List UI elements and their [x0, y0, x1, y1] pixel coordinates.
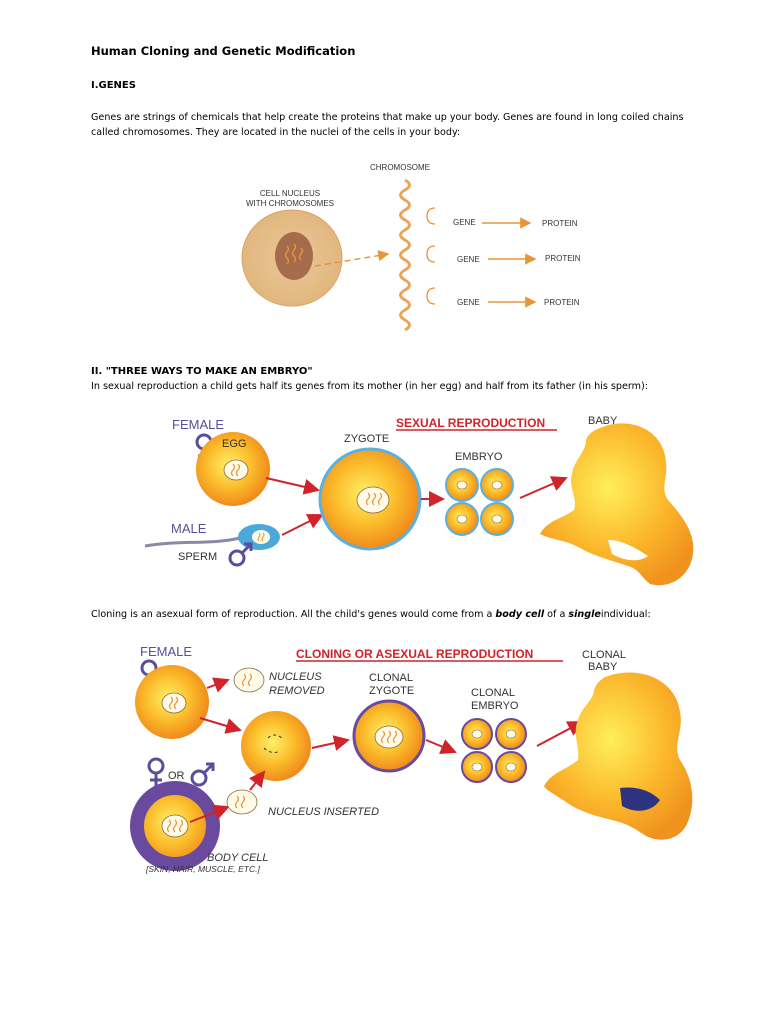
sperm-tail	[144, 536, 241, 548]
nucleus-removed-label-2: REMOVED	[269, 685, 325, 697]
sexual-reproduction-paragraph: In sexual reproduction a child gets half…	[91, 381, 648, 392]
clonal-zygote-to-embryo-arrow	[425, 739, 457, 755]
section-heading-embryo: II. "THREE WAYS TO MAKE AN EMBRYO"	[91, 366, 313, 377]
protein-label-2: PROTEIN	[545, 254, 581, 263]
clonal-embryo-to-baby-arrow	[536, 721, 584, 747]
sperm-label: SPERM	[178, 551, 217, 563]
baby-silhouette	[540, 423, 694, 586]
nucleus-inserted-label: NUCLEUS INSERTED	[268, 806, 379, 818]
clonal-baby-label-1: CLONAL	[582, 649, 626, 661]
clonal-zygote-label-2: ZYGOTE	[369, 685, 414, 697]
genes-paragraph: Genes are strings of chemicals that help…	[91, 112, 684, 138]
clonal-embryo-label-1: CLONAL	[471, 687, 515, 699]
sexual-reproduction-title: SEXUAL REPRODUCTION	[396, 416, 545, 430]
gene-bracket-3	[426, 287, 436, 305]
clone-male-symbol-icon	[190, 762, 215, 787]
section-heading-genes: I.GENES	[91, 80, 136, 91]
chromosome-coil	[399, 178, 411, 332]
chromosome-squiggle	[284, 243, 304, 265]
cloning-text-2: of a	[544, 609, 569, 620]
clonal-embryo-label-2: EMBRYO	[471, 700, 519, 712]
body-to-inserted-arrow	[189, 804, 230, 823]
clonal-baby-silhouette	[544, 672, 693, 840]
clone-female-small-symbol-icon	[147, 757, 165, 787]
protein-label-3: PROTEIN	[544, 298, 580, 307]
gene-bracket-1	[426, 207, 436, 225]
cloning-text-3: individual:	[600, 609, 651, 620]
baby-label: BABY	[588, 415, 618, 427]
removed-nucleus	[233, 667, 265, 693]
body-cell-emphasis: body cell	[495, 609, 545, 620]
protein-label-1: PROTEIN	[542, 219, 578, 228]
to-removed-nucleus-arrow	[206, 677, 230, 693]
or-label: OR	[168, 770, 185, 782]
female-label: FEMALE	[172, 417, 224, 432]
clone-female-label: FEMALE	[140, 644, 192, 659]
embryo-label: EMBRYO	[455, 451, 503, 463]
clonal-zygote-label-1: CLONAL	[369, 672, 413, 684]
cell-nucleus-label: CELL NUCLEUS	[260, 189, 320, 198]
cloning-text-1: Cloning is an asexual form of reproducti…	[91, 609, 496, 620]
embryo-cells	[445, 468, 514, 536]
cloning-title: CLONING OR ASEXUAL REPRODUCTION	[296, 647, 533, 661]
embryo-to-baby-arrow	[519, 476, 568, 499]
inserted-nucleus	[226, 789, 258, 815]
single-emphasis: single	[568, 609, 601, 620]
zygote-label: ZYGOTE	[344, 433, 389, 445]
egg-label: EGG	[222, 438, 246, 450]
with-chromosomes-label: WITH CHROMOSOMES	[246, 199, 334, 208]
body-cell-examples: [SKIN, HAIR, MUSCLE, ETC.]	[145, 864, 260, 874]
gene-label-2: GENE	[457, 255, 480, 264]
male-symbol-icon	[228, 542, 253, 567]
page-title: Human Cloning and Genetic Modification	[91, 44, 356, 58]
gene-label-3: GENE	[457, 298, 480, 307]
egg-to-enucleated-arrow	[199, 717, 242, 734]
male-label: MALE	[171, 521, 207, 536]
sperm-to-zygote-arrow	[281, 514, 324, 536]
egg-to-zygote-arrow	[265, 477, 320, 495]
inserted-to-egg-arrow	[249, 770, 266, 791]
clonal-baby-label-2: BABY	[588, 661, 618, 673]
cloning-paragraph: Cloning is an asexual form of reproducti…	[91, 607, 711, 622]
egg-to-clonal-zygote-arrow	[311, 735, 350, 751]
clonal-embryo-cells	[461, 718, 527, 783]
egg-nucleus	[223, 459, 249, 481]
chromosome-label: CHROMOSOME	[370, 163, 430, 172]
body-cell-label: BODY CELL	[207, 852, 269, 864]
enucleated-egg	[241, 711, 311, 781]
gene-label-1: GENE	[453, 218, 476, 227]
gene-bracket-2	[426, 245, 436, 263]
dashed-arrow	[314, 250, 390, 267]
nucleus-removed-label-1: NUCLEUS	[269, 671, 322, 683]
